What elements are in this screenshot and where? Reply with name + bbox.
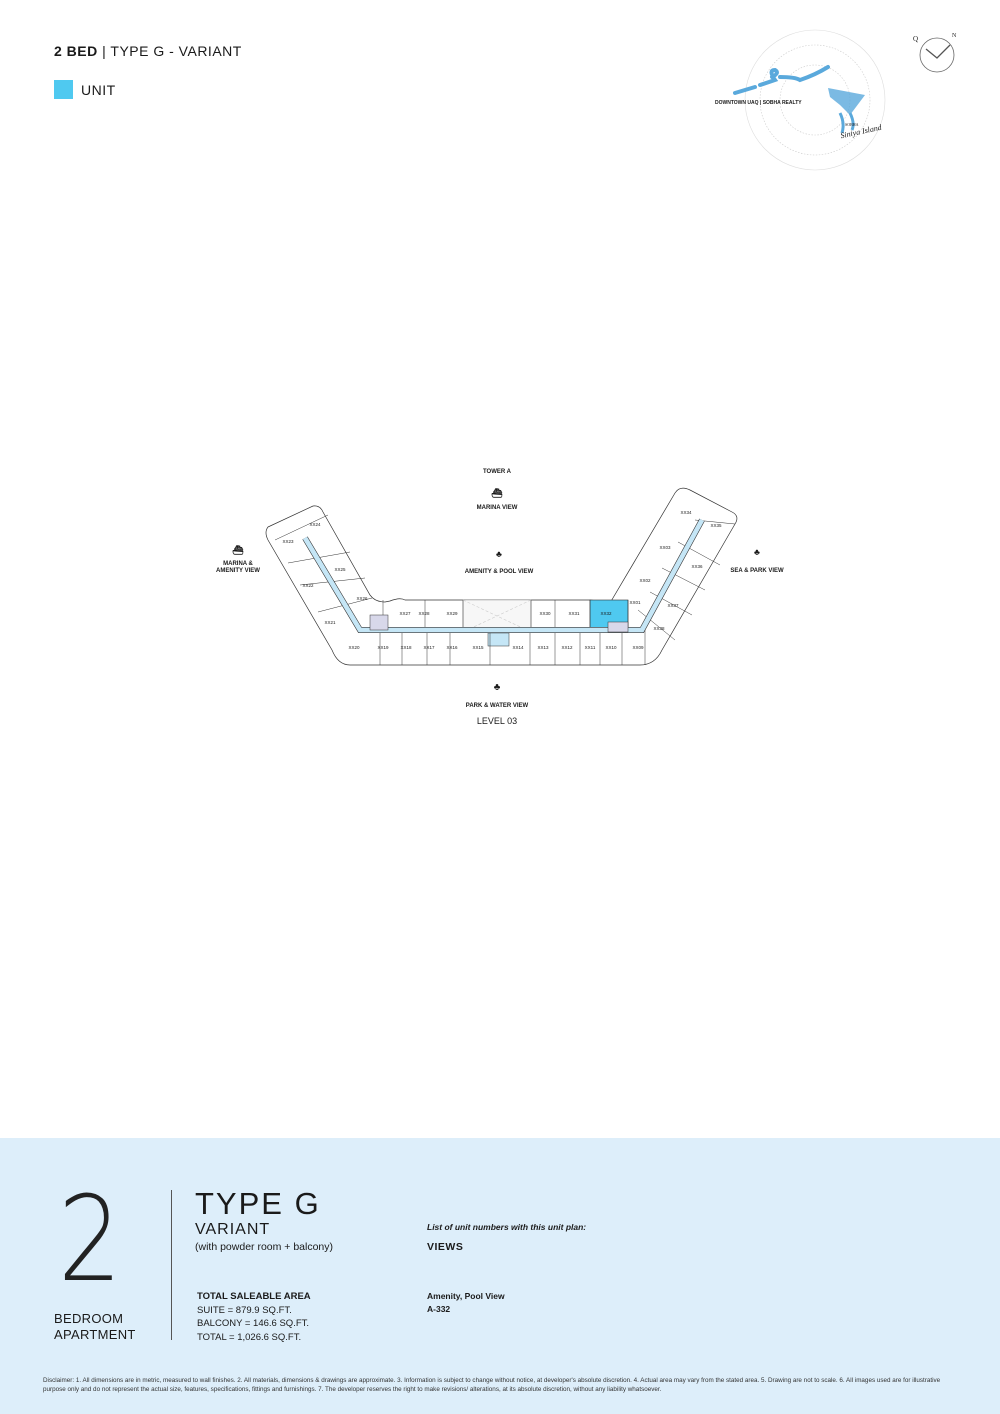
unit-label: XX24 <box>309 522 321 527</box>
view-left-label: MARINA & AMENITY VIEW <box>216 561 260 574</box>
unit-label: XX27 <box>399 611 411 616</box>
unit-wall <box>274 514 329 541</box>
unit-label: XX32 <box>600 611 612 616</box>
unit-label: XX17 <box>423 645 435 650</box>
unit-label: XX35 <box>710 523 722 528</box>
unit-label: XX14 <box>512 645 524 650</box>
boat-icon: ⛴ <box>491 488 503 498</box>
unit-label: XX28 <box>418 611 430 616</box>
legend: UNIT <box>54 80 116 99</box>
location-map-icon <box>733 29 955 171</box>
plan-title: 2 BED | TYPE G - VARIANT <box>54 43 242 59</box>
unit-label: XX34 <box>680 510 692 515</box>
unit-label: XX25 <box>334 567 346 572</box>
project-logo: DOWNTOWN UAQ | SOBHA REALTY SOBHA Siniya… <box>700 25 970 180</box>
unit-type: TYPE G <box>195 1186 321 1221</box>
unit-label: XX36 <box>691 564 703 569</box>
unit-label: XX15 <box>472 645 484 650</box>
summary-panel <box>0 1138 1000 1414</box>
unit-label: XX16 <box>446 645 458 650</box>
unit-swatch <box>54 80 73 99</box>
unit-label: XX20 <box>348 645 360 650</box>
unit-label: XX10 <box>605 645 617 650</box>
unit-label: XX26 <box>356 596 368 601</box>
unit-label: XX13 <box>537 645 549 650</box>
unit-label: XX23 <box>282 539 294 544</box>
views-heading: VIEWS <box>427 1241 464 1253</box>
unit-list-label: List of unit numbers with this unit plan… <box>427 1222 587 1232</box>
unit-number: A-332 <box>427 1303 451 1314</box>
unit-label: XX31 <box>568 611 580 616</box>
unit-label: XX30 <box>539 611 551 616</box>
unit-label: XX29 <box>446 611 458 616</box>
unit-label: XX18 <box>400 645 412 650</box>
unit-label: XX22 <box>302 583 314 588</box>
tower-label: TOWER A <box>483 469 511 475</box>
unit-label: XX38 <box>653 626 665 631</box>
unit-label: XX21 <box>324 620 336 625</box>
tree-icon: ♣ <box>754 547 760 557</box>
view-name: Amenity, Pool View <box>427 1291 505 1301</box>
unit-label: XX09 <box>632 645 644 650</box>
view-top-label: MARINA VIEW <box>476 505 518 511</box>
unit-variant: VARIANT <box>195 1221 271 1238</box>
type-label: | TYPE G - VARIANT <box>102 43 242 59</box>
park-icon: ♣ <box>493 682 501 693</box>
area-block: TOTAL SALEABLE AREA SUITE = 879.9 SQ.FT.… <box>197 1290 311 1344</box>
compass-q: Q <box>913 35 919 43</box>
divider <box>171 1190 172 1340</box>
bed-label-2: APARTMENT <box>54 1327 136 1342</box>
unit-label: XX12 <box>561 645 573 650</box>
floor-plan-drawing <box>265 487 738 666</box>
compass-n: N <box>952 33 957 39</box>
bed-label-1: BEDROOM <box>54 1311 124 1326</box>
logo-brand: SOBHA <box>845 122 859 127</box>
unit-label: XX37 <box>667 603 679 608</box>
legend-label: UNIT <box>81 81 116 98</box>
unit-label: XX19 <box>377 645 389 650</box>
level-label: LEVEL 03 <box>476 716 518 726</box>
logo-tagline: DOWNTOWN UAQ | SOBHA REALTY <box>715 100 802 106</box>
marina-icon: ⛴ <box>232 545 244 555</box>
unit-label: XX01 <box>629 600 641 605</box>
pool-trees-icon: ♣ <box>496 549 502 559</box>
bedroom-count: 2 <box>58 1170 122 1308</box>
variant-note: (with powder room + balcony) <box>195 1241 334 1253</box>
unit-label: XX11 <box>584 645 596 650</box>
unit-wall <box>637 609 676 641</box>
balcony-area: BALCONY = 146.6 SQ.FT. <box>197 1318 310 1329</box>
unit-label: XX03 <box>659 545 671 550</box>
view-right-label: SEA & PARK VIEW <box>730 568 784 574</box>
view-bottom-label: PARK & WATER VIEW <box>465 703 529 709</box>
unit-wall <box>649 591 693 616</box>
view-center-label: AMENITY & POOL VIEW <box>464 569 534 575</box>
total-area: TOTAL = 1,026.6 SQ.FT. <box>197 1331 302 1343</box>
unit-wall <box>661 567 706 591</box>
disclaimer: Disclaimer: 1. All dimensions are in met… <box>43 1377 941 1393</box>
unit-label: XX02 <box>639 578 651 583</box>
area-title: TOTAL SALEABLE AREA <box>197 1291 311 1302</box>
bed-count: 2 BED <box>54 43 98 59</box>
suite-area: SUITE = 879.9 SQ.FT. <box>197 1304 292 1316</box>
